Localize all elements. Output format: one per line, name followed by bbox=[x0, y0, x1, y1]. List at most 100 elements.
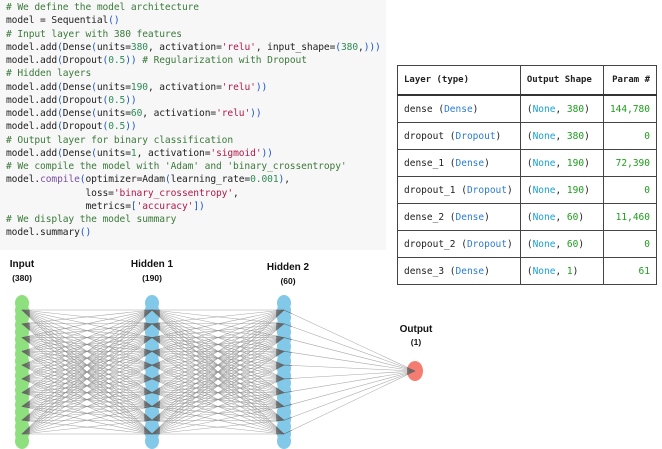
edge-segment bbox=[151, 378, 161, 383]
edge-segment bbox=[144, 364, 153, 370]
shape-units: 190 bbox=[566, 157, 585, 169]
node bbox=[145, 433, 159, 449]
edge bbox=[21, 309, 153, 421]
layer-name: dropout_1 bbox=[404, 184, 456, 196]
header-output-shape: Output Shape bbox=[519, 65, 604, 96]
edge bbox=[283, 370, 416, 407]
code-token: 'sigmoid' bbox=[210, 147, 262, 159]
layer-type: Dropout bbox=[466, 184, 507, 196]
table-row: dense (Dense)(None, 380)144,780 bbox=[397, 94, 658, 123]
edge-segment bbox=[144, 323, 153, 331]
code-token: 1 bbox=[130, 147, 137, 159]
code-token: ( bbox=[164, 174, 171, 186]
code-token: model = Sequential bbox=[6, 15, 109, 27]
code-token: 'relu' bbox=[216, 108, 251, 119]
code-token: ( bbox=[335, 41, 341, 53]
layer-name-cell: dense_2 (Dense) bbox=[397, 203, 521, 231]
edge-segment bbox=[143, 309, 153, 318]
code-token: model.add bbox=[6, 41, 58, 53]
edge-segment bbox=[283, 309, 292, 314]
edge-segment bbox=[21, 309, 31, 318]
edge-segment bbox=[283, 429, 292, 435]
edge bbox=[151, 364, 285, 435]
code-token: )) bbox=[250, 108, 262, 119]
edge bbox=[283, 323, 416, 372]
layer-title: Input bbox=[9, 259, 35, 270]
edge-segment bbox=[275, 392, 285, 396]
edge bbox=[21, 309, 153, 352]
code-token: ( bbox=[57, 41, 63, 53]
code-token: , input_shape= bbox=[255, 41, 336, 53]
edge bbox=[151, 378, 285, 435]
output-shape-cell: (None, 1) bbox=[519, 257, 604, 285]
code-line: model.add(Dropout(0.5)) bbox=[6, 94, 137, 107]
code-token: ( bbox=[57, 94, 63, 106]
code-token: )) bbox=[255, 81, 268, 93]
code-token: 190 bbox=[130, 81, 148, 93]
edge bbox=[21, 419, 153, 435]
output-shape-cell: (None, 60) bbox=[519, 230, 604, 258]
code-token: 0.5 bbox=[108, 94, 126, 106]
layer-nodes-input bbox=[15, 295, 29, 449]
layer-label-hidden-1: Hidden 1 (190) bbox=[124, 259, 180, 283]
edge-segment bbox=[21, 392, 30, 396]
code-comment: # Output layer for binary classification bbox=[6, 134, 234, 146]
code-token: units= bbox=[96, 147, 131, 159]
param-count-cell: 61 bbox=[602, 257, 658, 285]
code-comment-line: # We display the model summary bbox=[6, 213, 176, 226]
edge-segment bbox=[144, 378, 153, 383]
edge bbox=[151, 419, 285, 435]
edge bbox=[21, 309, 153, 407]
code-token: Dropout bbox=[62, 121, 103, 133]
code-line: model.add(Dense(units=190, activation='r… bbox=[6, 81, 267, 94]
code-token: model.add bbox=[6, 94, 58, 106]
code-token: Dense bbox=[62, 147, 92, 159]
edge-segment bbox=[407, 370, 416, 376]
edge bbox=[151, 309, 285, 338]
code-comment-line: # Output layer for binary classification bbox=[6, 134, 233, 147]
code-line: model.summary() bbox=[6, 226, 91, 239]
edge bbox=[151, 351, 285, 435]
edge bbox=[283, 309, 416, 372]
edge-segment bbox=[151, 337, 161, 344]
shape-none: None bbox=[532, 265, 556, 277]
edge-segment bbox=[275, 378, 285, 383]
code-token: ) bbox=[278, 174, 285, 186]
layer-nodes-hidden-2 bbox=[277, 295, 291, 449]
layer-type: Dense bbox=[455, 265, 485, 277]
code-token: units= bbox=[96, 41, 131, 53]
edge-segment bbox=[21, 378, 30, 383]
code-token: learning_rate= bbox=[170, 174, 251, 186]
code-line: loss='binary_crossentropy', bbox=[6, 187, 238, 200]
code-token: Dropout bbox=[62, 55, 103, 66]
edge-segment bbox=[144, 351, 153, 357]
edge bbox=[283, 370, 416, 380]
code-token: ( bbox=[57, 147, 63, 159]
edge bbox=[21, 309, 153, 325]
code-token: ( bbox=[102, 55, 109, 66]
code-token: ( bbox=[91, 41, 97, 53]
edge bbox=[21, 323, 153, 435]
edge bbox=[21, 309, 153, 338]
edge-segment bbox=[275, 351, 285, 357]
code-comment-line: # Hidden layers bbox=[6, 67, 91, 80]
code-token: , activation= bbox=[147, 81, 222, 93]
code-comment: # We compile the model with 'Adam' and '… bbox=[6, 161, 347, 172]
shape-none: None bbox=[532, 130, 556, 142]
code-token: )) bbox=[125, 121, 137, 133]
table-row: dropout_1 (Dropout)(None, 190)0 bbox=[397, 176, 658, 204]
edge-segment bbox=[151, 364, 161, 370]
edge-segment bbox=[144, 406, 153, 409]
layer-title: Output bbox=[399, 324, 433, 335]
layer-type: Dense bbox=[455, 157, 485, 169]
edge bbox=[151, 309, 285, 380]
layer-label-hidden-2: Hidden 2 (60) bbox=[258, 262, 318, 286]
edge-segment bbox=[151, 419, 160, 422]
edge bbox=[21, 337, 153, 435]
layer-title: Hidden 2 bbox=[266, 262, 310, 273]
edge bbox=[151, 309, 285, 366]
edge bbox=[283, 370, 416, 435]
edge bbox=[151, 323, 285, 435]
